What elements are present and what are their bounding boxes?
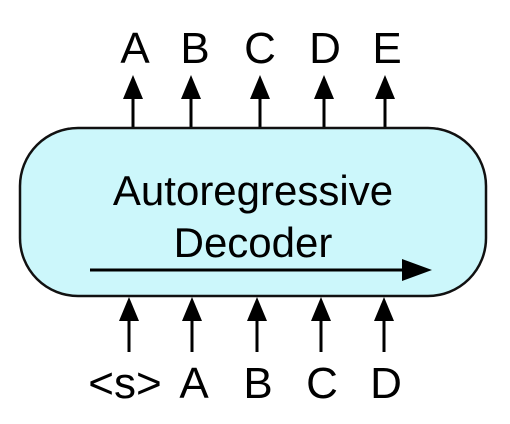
input-arrow-c: [311, 297, 331, 352]
output-arrow-e: [375, 75, 395, 128]
input-token-b: B: [243, 359, 272, 408]
output-arrow-b: [181, 75, 201, 128]
output-arrow-a: [123, 75, 143, 128]
input-arrow-b: [247, 297, 267, 352]
output-token-e: E: [372, 24, 401, 73]
output-token-a: A: [120, 24, 150, 73]
decoder-title-line1: Autoregressive: [113, 167, 393, 214]
output-token-c: C: [244, 24, 276, 73]
input-arrow-d: [374, 297, 394, 352]
input-token-start: <s>: [88, 359, 161, 408]
output-arrow-c: [250, 75, 270, 128]
input-token-c: C: [306, 359, 338, 408]
decoder-box: [18, 126, 488, 298]
input-arrow-a: [182, 297, 202, 352]
input-token-d: D: [370, 359, 402, 408]
input-arrow-s: [119, 297, 139, 352]
output-arrow-d: [314, 75, 334, 128]
output-token-d: D: [309, 24, 341, 73]
direction-arrow: [90, 259, 432, 281]
decoder-title-line2: Decoder: [174, 219, 333, 266]
output-token-b: B: [180, 24, 209, 73]
input-token-a: A: [179, 359, 209, 408]
